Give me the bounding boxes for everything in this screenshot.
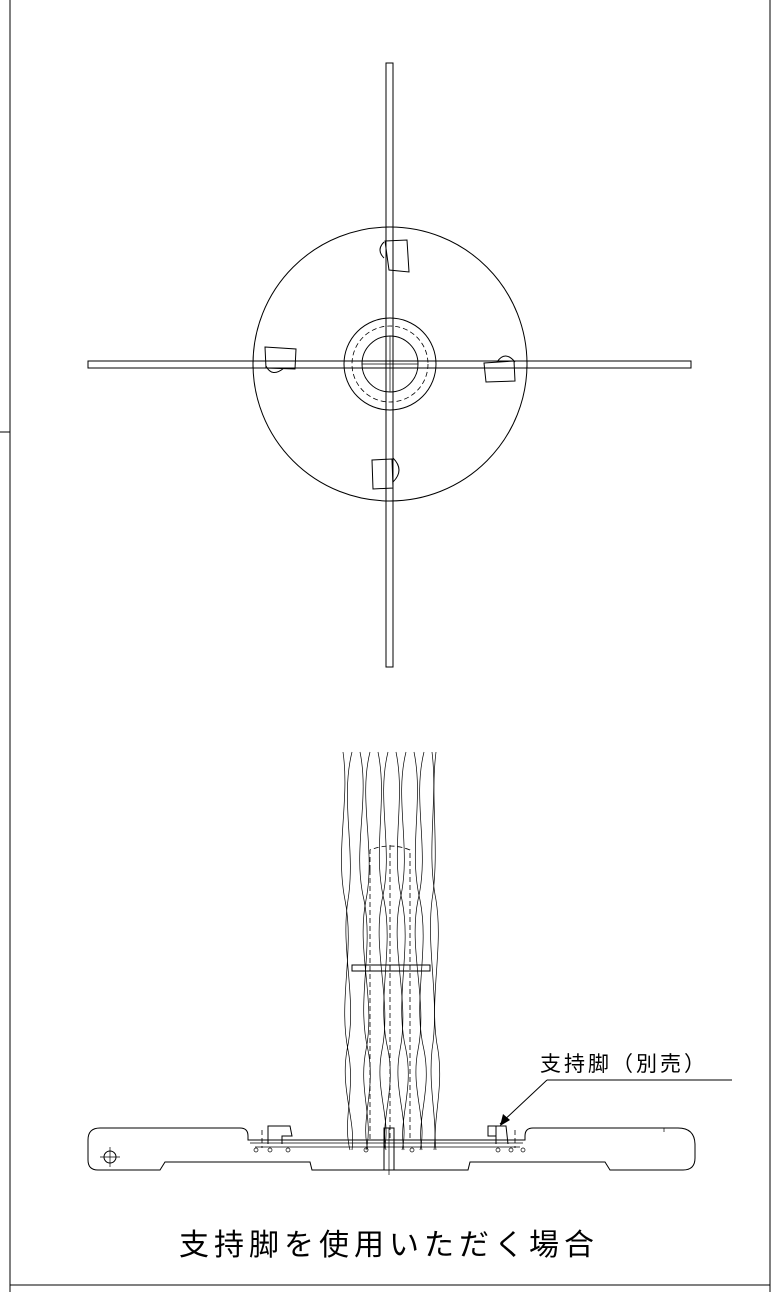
- mounting-hole: [100, 1147, 120, 1167]
- hidden-pole: [369, 845, 411, 1140]
- clamp-right: [483, 355, 516, 383]
- top-view: [87, 62, 692, 668]
- hub-outer: [343, 317, 437, 411]
- trunk-crossbar: [351, 964, 431, 972]
- support-legs-plan: [87, 62, 692, 668]
- drawing-caption: 支持脚を使用いただく場合: [179, 1228, 599, 1263]
- support-leg-clamp-right: [409, 1125, 526, 1153]
- clamp-bottom: [371, 457, 400, 490]
- leader-label: 支持脚（別売）: [540, 1052, 708, 1076]
- center-pole-base: [383, 1127, 395, 1175]
- side-view: 支持脚（別売）: [87, 751, 732, 1175]
- support-leg-clamp-left: [253, 1125, 369, 1153]
- leader-line: [499, 1079, 732, 1126]
- hub-dashed: [351, 325, 429, 403]
- trunk-strands: [341, 751, 441, 1151]
- base-profile: [87, 1127, 696, 1171]
- leg-ends: [87, 62, 692, 668]
- clamp-left: [264, 346, 297, 373]
- clamp-top: [379, 239, 410, 273]
